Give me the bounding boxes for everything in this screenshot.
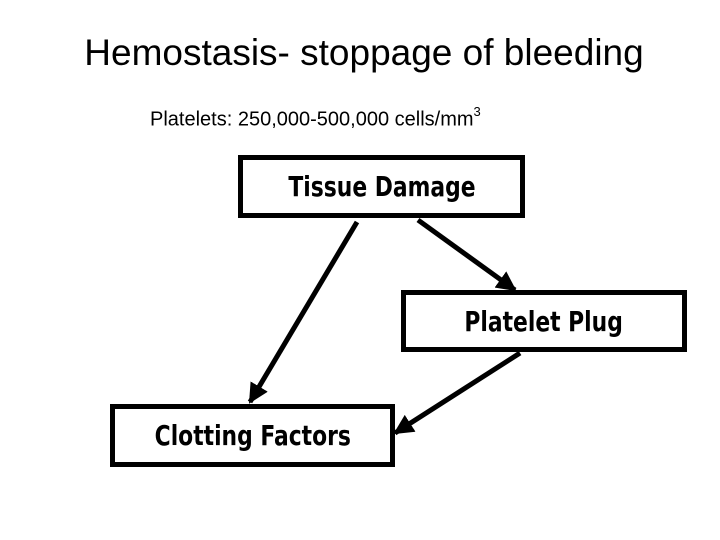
node-platelet-plug-label: Platelet Plug [464,304,624,338]
arrow-platelet-to-clotting [393,350,522,436]
arrow-tissue-to-clotting [247,220,360,404]
node-platelet-plug: Platelet Plug [401,290,687,352]
page-title: Hemostasis- stoppage of bleeding [84,32,644,73]
platelet-count-subtitle: Platelets: 250,000-500,000 cells/mm3 [150,104,481,132]
subtitle-text: Platelets: 250,000-500,000 cells/mm [150,108,474,131]
node-tissue-damage-label: Tissue Damage [287,170,476,203]
node-tissue-damage: Tissue Damage [238,155,525,218]
subtitle-superscript: 3 [473,104,481,119]
node-clotting-factors-label: Clotting Factors [154,419,351,452]
arrow-tissue-to-platelet [416,217,517,293]
node-clotting-factors: Clotting Factors [110,404,395,467]
